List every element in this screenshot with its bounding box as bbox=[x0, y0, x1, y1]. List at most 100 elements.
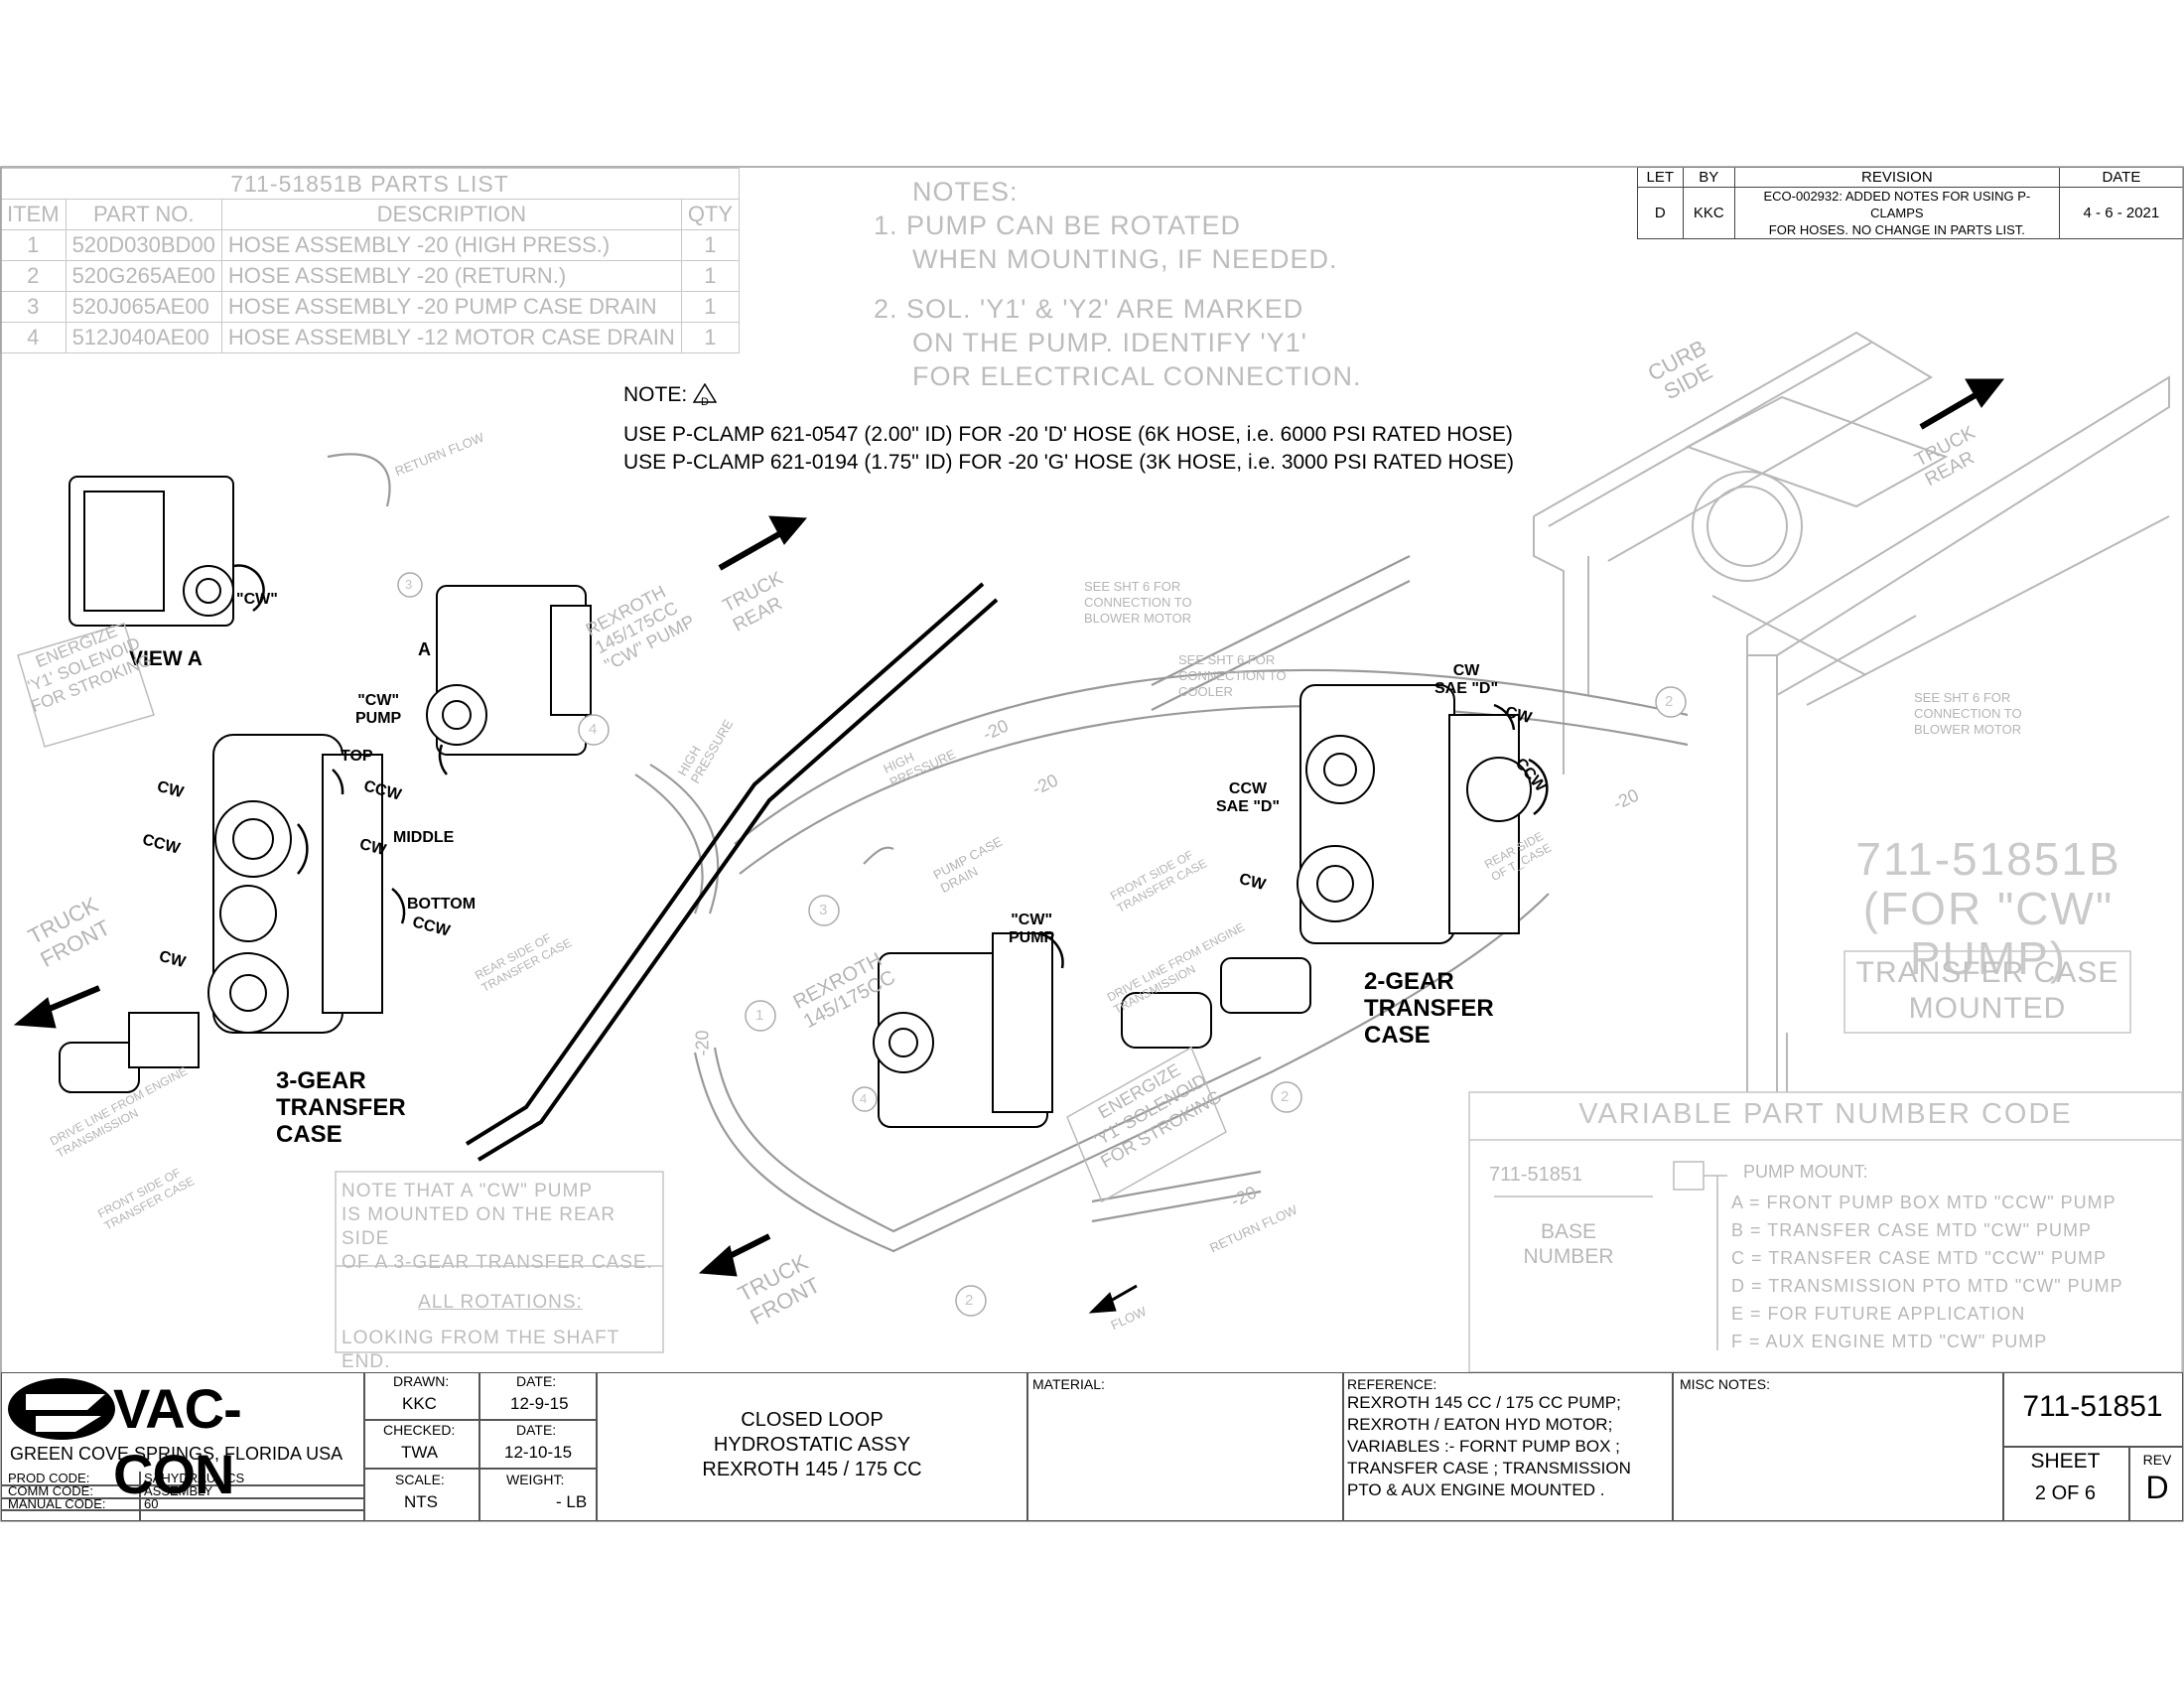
big-part-number: 711-51851B (FOR "CW" PUMP) bbox=[1805, 834, 2172, 983]
prod-code-label: PROD CODE: bbox=[8, 1471, 90, 1485]
drawing-title-2: HYDROSTATIC ASSY bbox=[713, 1434, 911, 1456]
option-f: F = AUX ENGINE MTD "CW" PUMP bbox=[1731, 1332, 2048, 1351]
label-ccw-sae: CCW SAE "D" bbox=[1216, 780, 1280, 816]
ref-4: TRANSFER CASE ; TRANSMISSION bbox=[1347, 1459, 1631, 1477]
base-label-2: NUMBER bbox=[1523, 1245, 1614, 1268]
row-desc: HOSE ASSEMBLY -12 MOTOR CASE DRAIN bbox=[220, 322, 682, 353]
callout-2-a: 2 bbox=[1665, 693, 1674, 710]
three-gear-transfer-case bbox=[59, 734, 383, 1093]
comm-code-label: COMM CODE: bbox=[8, 1483, 93, 1498]
revision-flag-icon: D bbox=[692, 382, 718, 408]
cw-note: NOTE THAT A "CW" PUMP IS MOUNTED ON THE … bbox=[341, 1180, 659, 1374]
manual-code: 60 bbox=[144, 1496, 159, 1511]
rexroth-pump-top bbox=[426, 585, 592, 756]
callout-2-b: 2 bbox=[1281, 1088, 1290, 1105]
sheet-label: SHEET bbox=[2030, 1450, 2101, 1473]
label-cw-pump-cw: "CW" bbox=[357, 692, 400, 709]
big-part-number-sub: (FOR "CW" PUMP) bbox=[1862, 883, 2115, 984]
cw-note-box bbox=[335, 1171, 664, 1353]
row-desc: HOSE ASSEMBLY -20 (HIGH PRESS.) bbox=[220, 229, 682, 261]
general-notes: NOTES: 1. PUMP CAN BE ROTATED WHEN MOUNT… bbox=[874, 175, 1362, 393]
row-part: 520J065AE00 bbox=[65, 291, 222, 323]
energize-boxes bbox=[17, 623, 1227, 1203]
cw-note-4: ALL ROTATIONS: bbox=[418, 1292, 583, 1313]
drawing-title-3: REXROTH 145 / 175 CC bbox=[702, 1459, 922, 1480]
drawn-date-label: DATE: bbox=[516, 1373, 557, 1389]
option-e: E = FOR FUTURE APPLICATION bbox=[1731, 1304, 2026, 1324]
material-label: MATERIAL: bbox=[1032, 1376, 1105, 1392]
cw-note-5: LOOKING FROM THE SHAFT END. bbox=[341, 1328, 619, 1372]
note-2b: ON THE PUMP. IDENTIFY 'Y1' bbox=[912, 328, 1307, 357]
label-three-gear-3: CASE bbox=[276, 1121, 342, 1148]
drawing-number: 711-51851 bbox=[2022, 1390, 2163, 1423]
rev-date: 4 - 6 - 2021 bbox=[2058, 187, 2184, 239]
option-d: D = TRANSMISSION PTO MTD "CW" PUMP bbox=[1731, 1276, 2123, 1296]
direction-arrows bbox=[13, 378, 2005, 1314]
checked-date: 12-10-15 bbox=[504, 1443, 573, 1462]
reference-text: REXROTH 145 CC / 175 CC PUMP; REXROTH / … bbox=[1347, 1392, 1631, 1501]
parts-list: 711-51851B PARTS LIST ITEM PART NO. DESC… bbox=[0, 168, 741, 353]
note-1a: 1. PUMP CAN BE ROTATED bbox=[874, 211, 1242, 240]
callout-1: 1 bbox=[755, 1007, 764, 1024]
pclamp-note-label: NOTE: bbox=[623, 383, 688, 406]
cw-note-3: OF A 3-GEAR TRANSFER CASE. bbox=[341, 1252, 653, 1273]
row-item: 3 bbox=[0, 291, 67, 323]
rev-text-2: FOR HOSES. NO CHANGE IN PARTS LIST. bbox=[1768, 222, 2025, 237]
row-qty: 1 bbox=[680, 229, 741, 261]
company-location: GREEN COVE SPRINGS, FLORIDA USA bbox=[10, 1444, 343, 1464]
weight-label: WEIGHT: bbox=[506, 1472, 565, 1487]
drawing-title-1: CLOSED LOOP bbox=[741, 1409, 884, 1431]
label-two-gear: 2-GEAR TRANSFER CASE bbox=[1364, 968, 1494, 1049]
rev-label: REV bbox=[2142, 1452, 2172, 1468]
rev-header-by: BY bbox=[1682, 167, 1735, 188]
ref-5: PTO & AUX ENGINE MOUNTED . bbox=[1347, 1480, 1605, 1499]
variable-code-mount-label: PUMP MOUNT: bbox=[1743, 1162, 1868, 1182]
variable-code-base: 711-51851 bbox=[1489, 1164, 1583, 1186]
label-cw-sae-cw: CW bbox=[1452, 662, 1480, 679]
label-cw-sae: CW SAE "D" bbox=[1434, 662, 1498, 698]
tc-mounted-label: TRANSFER CASE MOUNTED bbox=[1844, 955, 2130, 1027]
note-1b: WHEN MOUNTING, IF NEEDED. bbox=[912, 244, 1338, 274]
rev-header-revision: REVISION bbox=[1733, 167, 2060, 188]
note-2c: FOR ELECTRICAL CONNECTION. bbox=[912, 361, 1362, 391]
break-line bbox=[465, 582, 999, 1162]
rev-letter: D bbox=[2145, 1470, 2169, 1505]
rev-text-1: ECO-002932: ADDED NOTES FOR USING P-CLAM… bbox=[1763, 189, 2031, 220]
revision-block: LET BY REVISION DATE D KKC ECO-002932: A… bbox=[1637, 167, 2184, 239]
pclamp-line-2: USE P-CLAMP 621-0194 (1.75" ID) FOR -20 … bbox=[623, 451, 1515, 474]
prod-code: SAHYDRAULICS bbox=[144, 1471, 245, 1485]
variable-code-title: VARIABLE PART NUMBER CODE bbox=[1578, 1098, 2073, 1130]
ref-3: VARIABLES :- FORNT PUMP BOX ; bbox=[1347, 1437, 1620, 1456]
two-gear-transfer-case bbox=[1121, 684, 1532, 1049]
comm-code: ASSEMBLY bbox=[144, 1483, 213, 1498]
label-ccw-sae-d: SAE "D" bbox=[1216, 798, 1281, 815]
label-cw-pump: "CW" PUMP bbox=[355, 692, 401, 728]
label-three-gear: 3-GEAR TRANSFER CASE bbox=[276, 1067, 406, 1148]
tc-mounted-1: TRANSFER CASE bbox=[1855, 956, 2119, 989]
tc-mounted-box bbox=[1843, 950, 2131, 1034]
option-c: C = TRANSFER CASE MTD "CCW" PUMP bbox=[1731, 1248, 2107, 1268]
table-row: 4 512J040AE00 HOSE ASSEMBLY -12 MOTOR CA… bbox=[0, 322, 741, 353]
pclamp-note: NOTE: D USE P-CLAMP 621-0547 (2.00" ID) … bbox=[623, 381, 1514, 477]
label-cw-pump-pump: PUMP bbox=[355, 710, 402, 727]
note-2a: 2. SOL. 'Y1' & 'Y2' ARE MARKED bbox=[874, 294, 1304, 324]
drawing-title: CLOSED LOOP HYDROSTATIC ASSY REXROTH 145… bbox=[600, 1408, 1024, 1482]
rev-let: D bbox=[1637, 187, 1684, 239]
rotation-arrows bbox=[233, 564, 1549, 969]
label-top: TOP bbox=[341, 748, 373, 765]
label-see-sht6-blower-1: SEE SHT 6 FOR CONNECTION TO BLOWER MOTOR bbox=[1084, 579, 1192, 626]
drawn-label: DRAWN: bbox=[393, 1373, 450, 1389]
callout-4-a: 4 bbox=[589, 721, 598, 738]
drawn-date: 12-9-15 bbox=[510, 1394, 569, 1413]
label-cw-pump-center-pump: PUMP bbox=[1009, 929, 1055, 946]
table-row: 3 520J065AE00 HOSE ASSEMBLY -20 PUMP CAS… bbox=[0, 291, 741, 323]
drawn-by: KKC bbox=[402, 1394, 437, 1413]
base-label-1: BASE bbox=[1540, 1220, 1597, 1243]
big-part-number-main: 711-51851B bbox=[1855, 833, 2121, 885]
scale-label: SCALE: bbox=[395, 1472, 445, 1487]
label-see-sht6-cooler: SEE SHT 6 FOR CONNECTION TO COOLER bbox=[1178, 652, 1287, 699]
label-dash20-e: -20 bbox=[692, 1030, 713, 1056]
rexroth-pump-center bbox=[873, 932, 1053, 1128]
